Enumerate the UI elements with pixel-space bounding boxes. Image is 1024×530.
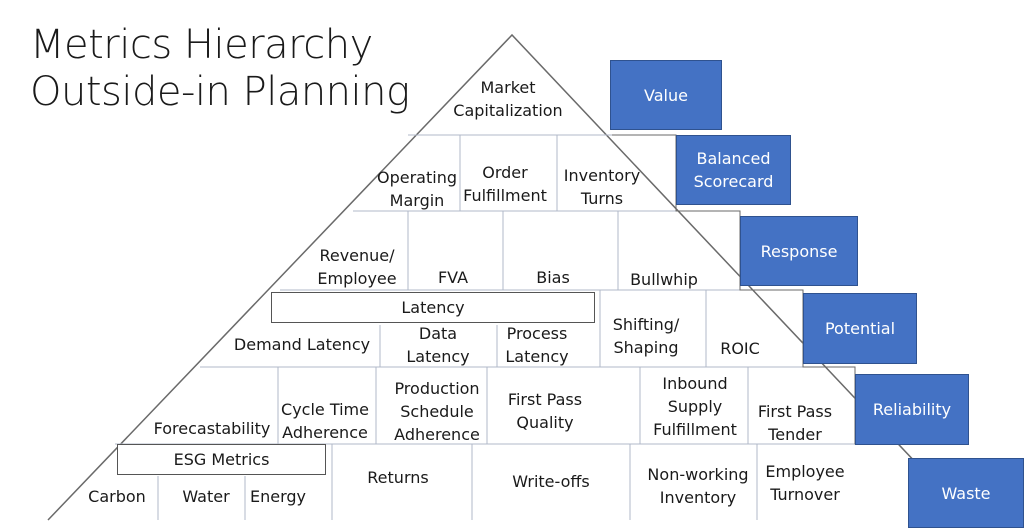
esg-group-label: ESG Metrics bbox=[173, 450, 270, 469]
tag-value: Value bbox=[610, 60, 722, 130]
metric-first-pass-tender: First Pass Tender bbox=[757, 402, 833, 444]
metric-water: Water bbox=[182, 487, 230, 506]
metric-non-working-inventory: Non-working Inventory bbox=[647, 465, 749, 507]
metric-carbon: Carbon bbox=[88, 487, 146, 506]
latency-group-box bbox=[271, 292, 595, 323]
metric-inventory-turns: Inventory Turns bbox=[563, 166, 641, 208]
title-line-1: Metrics Hierarchy bbox=[30, 22, 373, 68]
metric-revenue-employee: Revenue/ Employee bbox=[317, 246, 397, 288]
tag-potential-label: Potential bbox=[824, 319, 896, 338]
metric-process-latency: Process Latency bbox=[505, 324, 569, 366]
tag-potential: Potential bbox=[803, 293, 917, 364]
metric-market-capitalization: Market Capitalization bbox=[453, 78, 563, 120]
metric-forecastability: Forecastability bbox=[153, 419, 271, 438]
title-line-2: Outside-in Planning bbox=[30, 69, 410, 115]
metric-shifting-shaping: Shifting/ Shaping bbox=[612, 315, 680, 357]
tag-value-label: Value bbox=[644, 85, 688, 105]
tag-balanced-scorecard: Balanced Scorecard bbox=[676, 135, 791, 205]
latency-group-label: Latency bbox=[401, 298, 465, 317]
metric-demand-latency: Demand Latency bbox=[233, 335, 371, 354]
metric-inbound-supply-fulfillment: Inbound Supply Fulfillment bbox=[653, 374, 737, 439]
tag-waste-label: Waste bbox=[941, 483, 991, 503]
metric-bias: Bias bbox=[536, 268, 570, 287]
page-title: Metrics Hierarchy Outside-in Planning bbox=[30, 22, 410, 116]
tag-response-label: Response bbox=[760, 241, 838, 261]
metric-order-fulfillment: Order Fulfillment bbox=[463, 163, 547, 205]
metric-energy: Energy bbox=[249, 487, 307, 506]
tag-balanced-scorecard-label: Balanced Scorecard bbox=[693, 149, 774, 191]
metric-first-pass-quality: First Pass Quality bbox=[507, 390, 583, 432]
tag-response: Response bbox=[740, 216, 858, 286]
tag-waste: Waste bbox=[908, 458, 1024, 528]
metric-data-latency: Data Latency bbox=[406, 324, 470, 366]
metric-bullwhip: Bullwhip bbox=[630, 270, 698, 289]
metric-write-offs: Write-offs bbox=[512, 472, 590, 491]
metric-fva: FVA bbox=[437, 268, 469, 287]
metric-roic: ROIC bbox=[720, 339, 760, 358]
tag-reliability-label: Reliability bbox=[872, 400, 952, 419]
metric-cycle-time-adherence: Cycle Time Adherence bbox=[281, 400, 369, 442]
esg-group-box bbox=[117, 444, 326, 475]
tag-reliability: Reliability bbox=[855, 374, 969, 445]
metric-production-schedule-adherence: Production Schedule Adherence bbox=[394, 379, 480, 444]
metric-returns: Returns bbox=[367, 468, 429, 487]
metric-operating-margin: Operating Margin bbox=[377, 168, 457, 210]
metric-employee-turnover: Employee Turnover bbox=[765, 462, 845, 504]
